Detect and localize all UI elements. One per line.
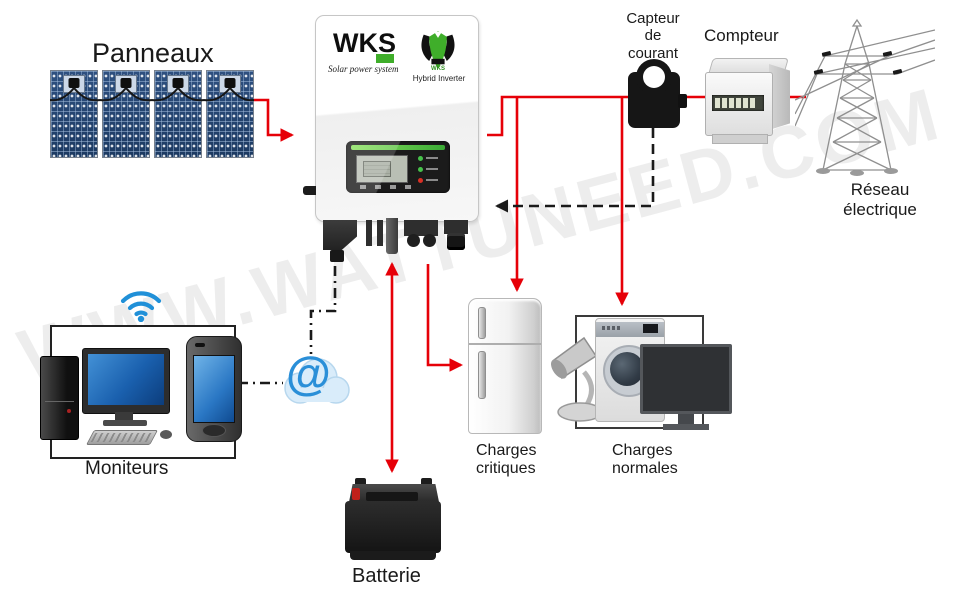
desk-lamp — [551, 336, 603, 422]
touch-buttons — [360, 185, 420, 189]
meter-display — [712, 95, 764, 111]
panel-wires — [50, 87, 254, 102]
battery-terminal — [421, 478, 432, 486]
solar-panel — [102, 70, 150, 158]
led-red — [418, 178, 423, 183]
inverter-battery-terminal — [386, 218, 398, 254]
monitors-label: Moniteurs — [85, 458, 169, 479]
tv — [640, 344, 732, 430]
w-logo-brand: WKS — [431, 66, 445, 72]
solar-panel — [206, 70, 254, 158]
wire-backup-to-fridge — [426, 264, 464, 372]
normal-loads-label: Charges normales — [612, 442, 678, 478]
inverter-tagline: Solar power system — [328, 64, 399, 74]
meter-label: Compteur — [704, 26, 779, 45]
battery-red-mark — [352, 488, 360, 500]
junction-box — [219, 75, 241, 93]
inverter: WKS Solar power system WKS Hybrid Invert… — [315, 15, 479, 222]
mouse — [160, 430, 172, 439]
lcd-screen — [356, 155, 408, 183]
junction-box — [115, 75, 137, 93]
solar-panel — [154, 70, 202, 158]
display-green-stripe — [351, 145, 445, 150]
led-green-1 — [418, 156, 423, 161]
smartphone — [186, 336, 242, 442]
brand-badge — [376, 54, 394, 63]
solar-panels-group — [50, 70, 254, 158]
keyboard — [86, 430, 158, 445]
grid-label: Réseau électrique — [843, 180, 917, 219]
junction-box — [63, 75, 85, 93]
fridge-handle — [478, 307, 486, 339]
battery-label: Batterie — [352, 565, 421, 587]
wire-panels-to-inverter — [253, 98, 295, 142]
comm-inverter-to-cloud — [309, 266, 337, 354]
grid-tower — [795, 18, 935, 176]
solar-panel — [50, 70, 98, 158]
wifi-icon — [120, 291, 162, 322]
critical-loads-label: Charges critiques — [476, 442, 537, 478]
desktop-monitor — [82, 348, 170, 414]
led-green-2 — [418, 167, 423, 172]
inverter-display — [346, 141, 450, 193]
energy-meter-face — [705, 72, 773, 136]
phone-screen — [193, 355, 235, 423]
w-logo-icon — [421, 31, 455, 69]
inverter-round-connector — [447, 233, 465, 250]
phone-home-button — [202, 424, 226, 437]
cloud-icon — [284, 358, 350, 404]
inverter-side-connector — [303, 186, 316, 195]
w-logo-caption: Hybrid Inverter — [412, 74, 466, 83]
junction-box — [167, 75, 189, 93]
inverter-brand: WKS — [333, 28, 396, 58]
current-sensor-label: Capteur de courant — [626, 10, 680, 62]
inverter-ac-connector — [404, 220, 438, 236]
desktop-tower — [40, 356, 79, 440]
current-sensor-clamp — [628, 66, 687, 128]
battery — [345, 501, 441, 553]
panels-label: Panneaux — [92, 38, 214, 68]
refrigerator — [468, 298, 542, 434]
battery-terminal — [355, 478, 366, 486]
at-sign-icon: @ — [286, 347, 331, 399]
signal-sensor-to-inverter — [495, 128, 655, 213]
fridge-handle — [478, 351, 486, 399]
monitor-screen — [88, 354, 164, 405]
